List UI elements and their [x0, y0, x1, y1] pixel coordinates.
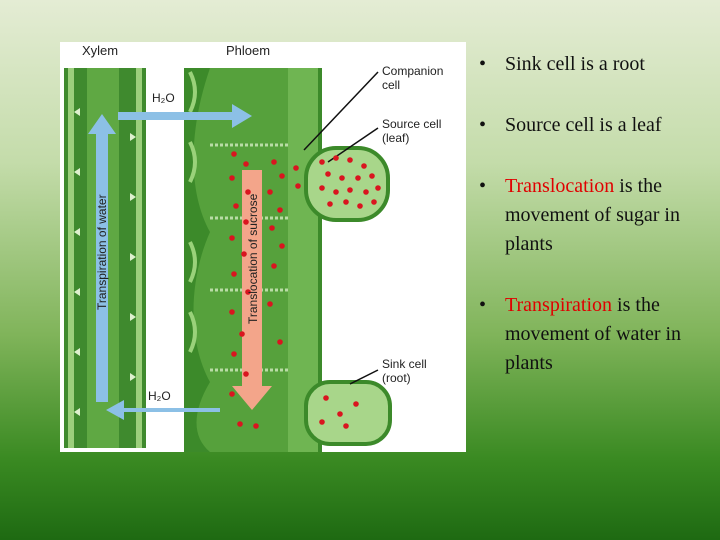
sugar-dot: [333, 155, 339, 161]
sugar-dot: [323, 395, 329, 401]
sugar-dot: [243, 371, 249, 377]
sink-cell-label-line1: Sink cell: [382, 357, 427, 371]
sugar-dot: [363, 189, 369, 195]
translocation-label: Translocation of sucrose: [246, 193, 260, 324]
companion-cell-label-line1: Companion: [382, 64, 443, 78]
sugar-dot: [325, 171, 331, 177]
sugar-dot: [253, 423, 259, 429]
sugar-dot: [319, 159, 325, 165]
sugar-dot: [295, 183, 301, 189]
water-arrow-top: [118, 104, 252, 128]
sugar-dot: [343, 199, 349, 205]
sugar-dot: [239, 331, 245, 337]
bullet-item: Source cell is a leaf: [478, 111, 714, 140]
sugar-dot: [237, 421, 243, 427]
sugar-dot: [347, 187, 353, 193]
sugar-dot: [339, 175, 345, 181]
sugar-dot: [343, 423, 349, 429]
sugar-dot: [371, 199, 377, 205]
companion-cell-label-line2: cell: [382, 78, 400, 92]
bullet-item: Translocation is the movement of sugar i…: [478, 172, 714, 259]
transpiration-arrow: [88, 114, 116, 402]
sink-cell-root: [304, 380, 392, 446]
bullet-text: is the movement of water in plants: [505, 294, 682, 374]
sugar-dot: [277, 339, 283, 345]
sugar-dot: [229, 235, 235, 241]
sugar-dot: [337, 411, 343, 417]
sugar-dot: [243, 161, 249, 167]
sugar-dot: [333, 189, 339, 195]
source-cell-label-line1: Source cell: [382, 117, 441, 131]
sugar-dot: [233, 203, 239, 209]
sugar-dot: [277, 207, 283, 213]
sugar-dot: [267, 189, 273, 195]
sugar-dot: [229, 309, 235, 315]
sugar-dot: [269, 225, 275, 231]
source-cell-leaf: [304, 146, 390, 222]
sugar-dot: [279, 243, 285, 249]
translocation-arrow: [232, 170, 272, 410]
bullet-item: Sink cell is a root: [478, 50, 714, 79]
diagram-canvas: Xylem Phloem H₂O H₂O Companion cell Sour…: [64, 43, 443, 452]
sugar-dot: [327, 201, 333, 207]
sugar-dot: [245, 289, 251, 295]
phloem-label: Phloem: [226, 43, 270, 58]
bullet-text: is the movement of sugar in plants: [505, 175, 680, 255]
sink-leader-line: [349, 369, 379, 385]
transpiration-label: Transpiration of water: [95, 194, 109, 310]
h2o-label-top: H₂O: [152, 91, 175, 105]
sugar-dot: [267, 301, 273, 307]
h2o-label-bottom: H₂O: [148, 389, 171, 403]
sugar-dot: [375, 185, 381, 191]
bullet-item: Transpiration is the movement of water i…: [478, 291, 714, 378]
sugar-dot: [355, 175, 361, 181]
sugar-dot: [319, 185, 325, 191]
sugar-dot: [347, 157, 353, 163]
sugar-dot: [231, 271, 237, 277]
sugar-dot: [293, 165, 299, 171]
sugar-dot: [245, 189, 251, 195]
water-arrow-bottom: [106, 400, 220, 420]
sugar-dots: [229, 151, 381, 429]
companion-leader-line: [303, 71, 379, 151]
bullet-list: Sink cell is a rootSource cell is a leaf…: [478, 50, 714, 378]
sugar-dot: [229, 175, 235, 181]
sugar-dot: [353, 401, 359, 407]
sugar-dot: [241, 251, 247, 257]
sugar-dot: [243, 219, 249, 225]
sugar-dot: [231, 351, 237, 357]
sugar-dot: [271, 159, 277, 165]
bullet-highlight-term: Transpiration: [505, 294, 613, 316]
sugar-dot: [361, 163, 367, 169]
sugar-dot: [279, 173, 285, 179]
sugar-dot: [369, 173, 375, 179]
xylem-label: Xylem: [82, 43, 118, 58]
bullet-text: Source cell is a leaf: [505, 114, 662, 136]
source-cell-label-line2: (leaf): [382, 131, 409, 145]
bullet-highlight-term: Translocation: [505, 175, 615, 197]
bullet-text: Sink cell is a root: [505, 53, 645, 75]
sugar-dot: [231, 151, 237, 157]
sugar-dot: [319, 419, 325, 425]
sugar-dot: [357, 203, 363, 209]
phloem-xylem-diagram: Xylem Phloem H₂O H₂O Companion cell Sour…: [60, 42, 466, 452]
sugar-dot: [271, 263, 277, 269]
sink-cell-label-line2: (root): [382, 371, 411, 385]
sugar-dot: [229, 391, 235, 397]
